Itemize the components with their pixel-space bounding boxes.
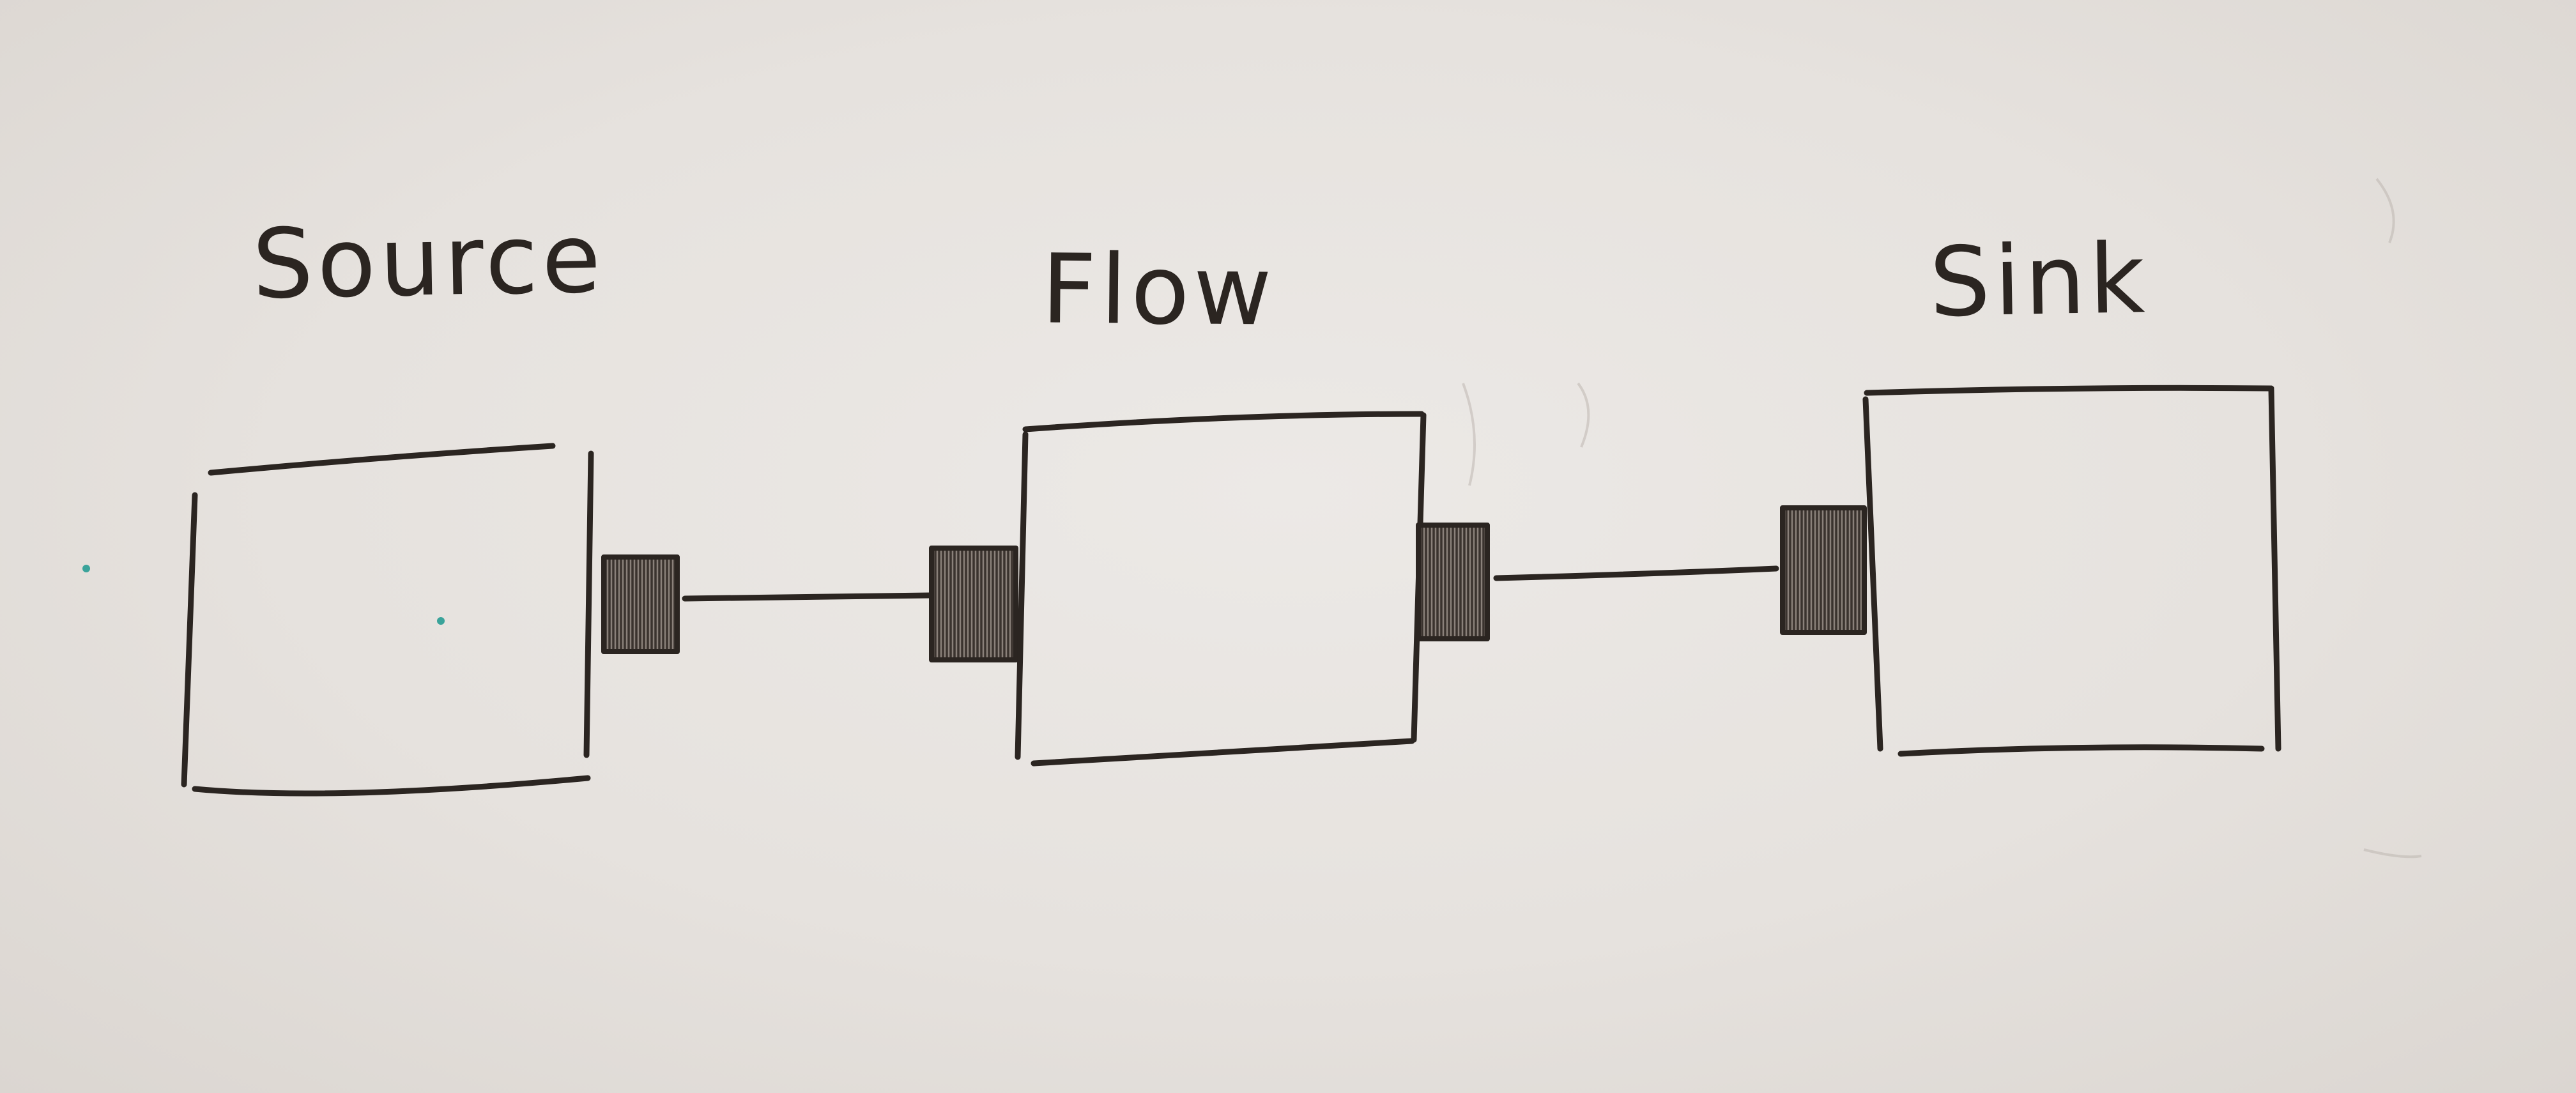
flow-input-port xyxy=(929,546,1018,662)
erased-marks xyxy=(1462,178,2422,859)
marker-dot xyxy=(82,565,90,572)
flow-box xyxy=(1015,411,1427,767)
edge-source-flow xyxy=(682,592,933,602)
edge-flow-sink xyxy=(1493,565,1779,581)
source-output-port xyxy=(601,554,680,654)
sink-input-port xyxy=(1780,505,1867,635)
marker-dot xyxy=(437,617,445,625)
sink-box xyxy=(1862,385,2281,757)
source-box xyxy=(181,443,594,797)
flow-output-port xyxy=(1416,523,1490,641)
